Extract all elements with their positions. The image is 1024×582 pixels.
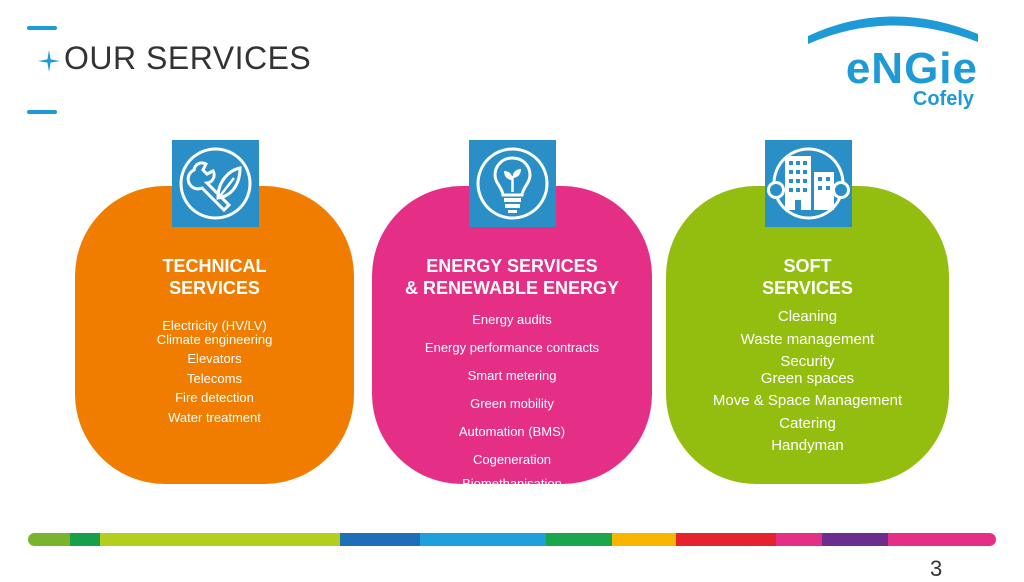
card-title: TECHNICAL SERVICES — [162, 256, 267, 298]
accent-dash-bottom — [27, 110, 57, 114]
bar-segment — [822, 533, 888, 546]
accent-dash-top — [27, 26, 57, 30]
service-list: Energy audits Energy performance contrac… — [372, 306, 652, 494]
bar-segment — [546, 533, 612, 546]
list-item: Catering — [779, 414, 836, 432]
tools-leaf-icon — [172, 140, 259, 227]
logo-arc-icon — [808, 16, 978, 44]
bar-segment — [100, 533, 340, 546]
bar-segment — [70, 533, 100, 546]
bar-segment — [420, 533, 546, 546]
list-item: Fire detection — [175, 390, 254, 405]
list-item: Energy performance contracts — [424, 340, 600, 355]
list-item: Smart metering — [467, 368, 557, 383]
list-item: Green spaces — [760, 369, 855, 387]
energy-services-card: ENERGY SERVICES & RENEWABLE ENERGY Energ… — [372, 186, 652, 491]
list-item: Waste management — [740, 330, 875, 348]
list-item: Security — [780, 353, 835, 370]
brand-color-bar — [28, 533, 996, 546]
slide-title: OUR SERVICES — [64, 40, 312, 76]
lightbulb-sprout-icon — [469, 140, 556, 227]
page-number: 3 — [930, 556, 943, 581]
bar-segment — [28, 533, 70, 546]
bar-segment — [888, 533, 996, 546]
list-item: Energy audits — [472, 312, 552, 327]
bar-segment — [776, 533, 822, 546]
card-title: SOFT SERVICES — [762, 256, 853, 298]
service-list: Electricity (HV/LV) Climate engineering … — [75, 316, 354, 427]
list-item: Green mobility — [470, 396, 554, 411]
list-item: Move & Space Management — [712, 392, 903, 409]
list-item: Cleaning — [777, 308, 838, 325]
bar-segment — [340, 533, 420, 546]
list-item: Biomethanisation — [462, 476, 562, 491]
soft-services-card: SOFT SERVICES Cleaning Waste management … — [666, 186, 949, 484]
service-list: Cleaning Waste management Security Green… — [666, 306, 949, 458]
card-title: ENERGY SERVICES & RENEWABLE ENERGY — [404, 256, 620, 298]
list-item: Cogeneration — [472, 452, 552, 467]
bar-segment — [612, 533, 676, 546]
sparkle-icon — [38, 50, 60, 72]
list-item: Electricity (HV/LV) — [162, 318, 267, 333]
buildings-icon — [765, 140, 852, 227]
list-item: Telecoms — [187, 370, 242, 386]
technical-services-card: TECHNICAL SERVICES Electricity (HV/LV) C… — [75, 186, 354, 484]
engie-cofely-logo: eNGie Cofely — [800, 14, 984, 110]
list-item: Automation (BMS) — [458, 424, 566, 439]
list-item: Elevators — [187, 351, 242, 366]
logo-subbrand: Cofely — [912, 88, 974, 110]
list-item: Handyman — [771, 437, 844, 454]
list-item: Climate engineering — [156, 331, 273, 347]
bar-segment — [676, 533, 776, 546]
list-item: Water treatment — [168, 409, 261, 425]
logo-wordmark: eNGie — [845, 44, 978, 93]
